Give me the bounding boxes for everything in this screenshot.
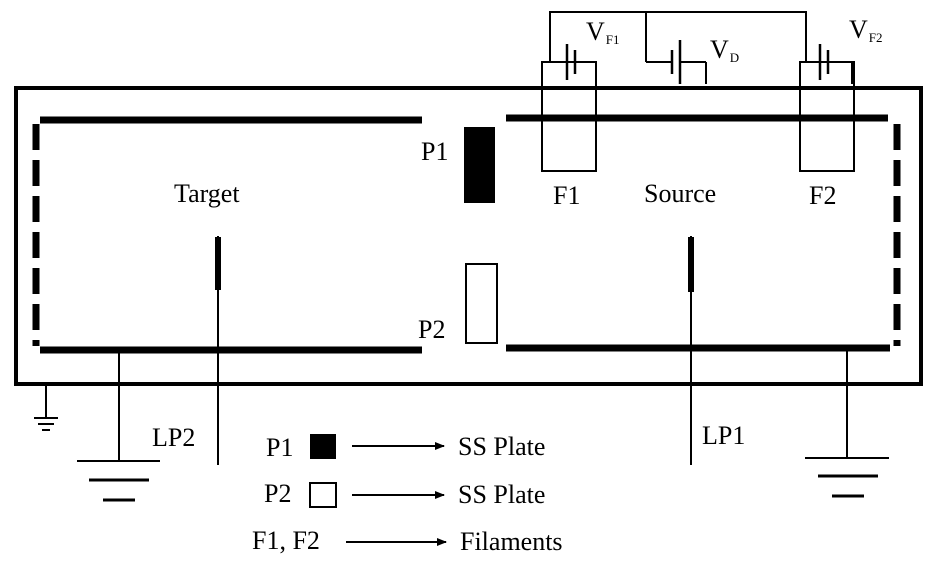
power-supply-wiring <box>549 11 853 84</box>
ground-source-plate <box>805 348 889 498</box>
legend-swatch-p2 <box>309 482 337 508</box>
vf1-label: VF1 <box>586 17 620 47</box>
legend-desc-p2: SS Plate <box>458 480 545 509</box>
lp1-label: LP1 <box>702 421 745 450</box>
legend-desc-filaments: Filaments <box>460 527 563 556</box>
chamber-outline <box>14 86 923 386</box>
legend: P1 SS Plate P2 SS Plate F1, F2 Filaments <box>252 432 563 556</box>
p1-label: P1 <box>421 137 448 166</box>
p2-label: P2 <box>418 315 445 344</box>
legend-item-p1: P1 SS Plate <box>266 432 545 462</box>
lp2-label: LP2 <box>152 423 195 452</box>
f1-label: F1 <box>553 181 580 210</box>
target-label: Target <box>174 179 240 208</box>
plate-p1 <box>464 127 495 203</box>
ground-chamber <box>34 384 58 431</box>
legend-key-p2: P2 <box>264 479 291 508</box>
legend-key-filaments: F1, F2 <box>252 526 320 555</box>
ground-target-plate <box>77 350 160 502</box>
legend-item-filaments: F1, F2 Filaments <box>252 526 563 556</box>
vd-label: VD <box>710 35 739 65</box>
f2-label: F2 <box>809 181 836 210</box>
legend-item-p2: P2 SS Plate <box>264 479 545 509</box>
source-label: Source <box>644 179 716 208</box>
legend-desc-p1: SS Plate <box>458 432 545 461</box>
vf2-label: VF2 <box>849 15 883 45</box>
legend-swatch-p1 <box>310 434 336 459</box>
plate-p2 <box>465 263 498 344</box>
filament-f1 <box>541 61 597 172</box>
legend-key-p1: P1 <box>266 433 293 462</box>
